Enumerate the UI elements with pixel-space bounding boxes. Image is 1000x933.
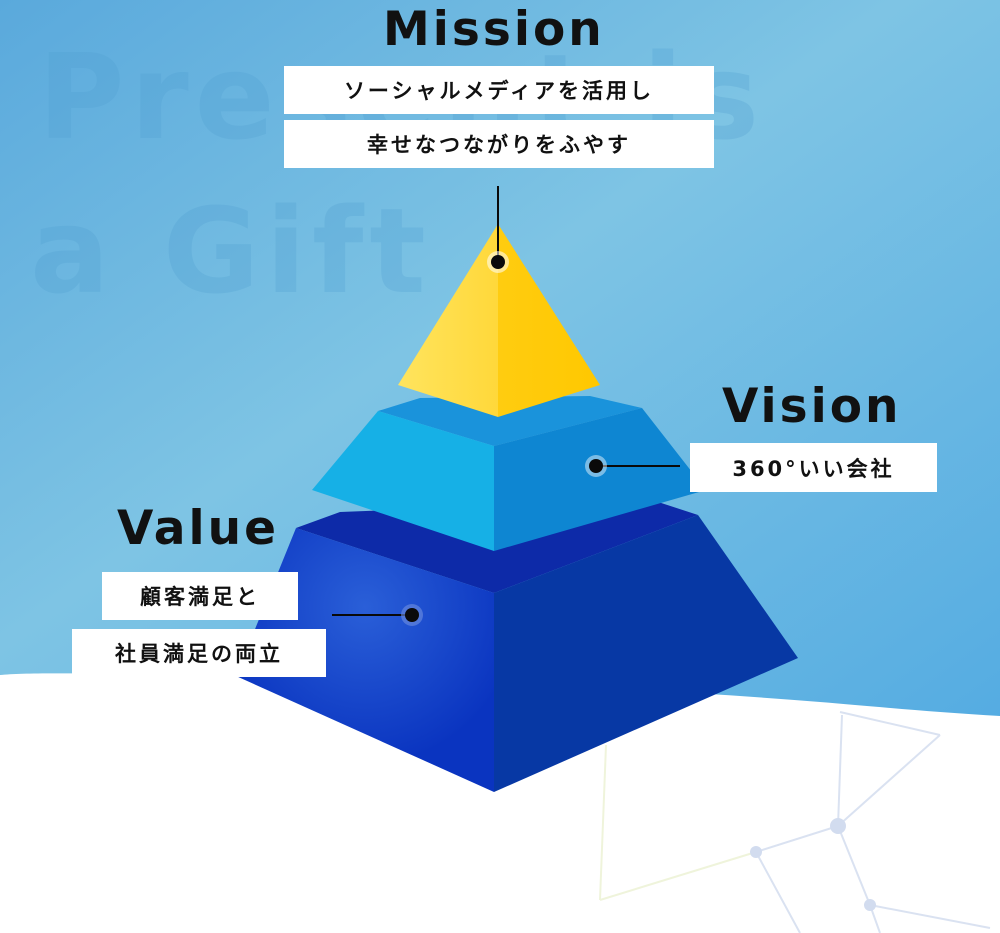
value-text-line-1: 顧客満足と [102,572,298,620]
vision-tier [312,396,706,551]
network-decoration [599,711,991,933]
vision-marker [585,455,607,477]
vision-tier-top-face [378,396,642,446]
mission-text-line-1: ソーシャルメディアを活用し [284,66,714,114]
vision-tier-right-face [494,408,706,551]
network-nodes [750,818,876,911]
mission-title: Mission [383,2,605,57]
watermark-line-2: a Gift [30,182,432,320]
mission-marker [487,251,509,273]
mission-tier-left-face [398,224,498,417]
mission-tier-right-face [498,224,600,417]
value-tier-left-face [236,528,494,792]
vision-tier-left-face [312,411,494,551]
vision-text-line-1: 360°いい会社 [690,443,937,492]
value-title: Value [117,501,279,556]
vision-title: Vision [722,379,902,434]
mission-tier [398,224,600,417]
value-tier-right-face [494,515,798,792]
mission-text-line-2: 幸せなつながりをふやす [284,120,714,168]
value-text-line-2: 社員満足の両立 [72,629,326,677]
value-marker [401,604,423,626]
